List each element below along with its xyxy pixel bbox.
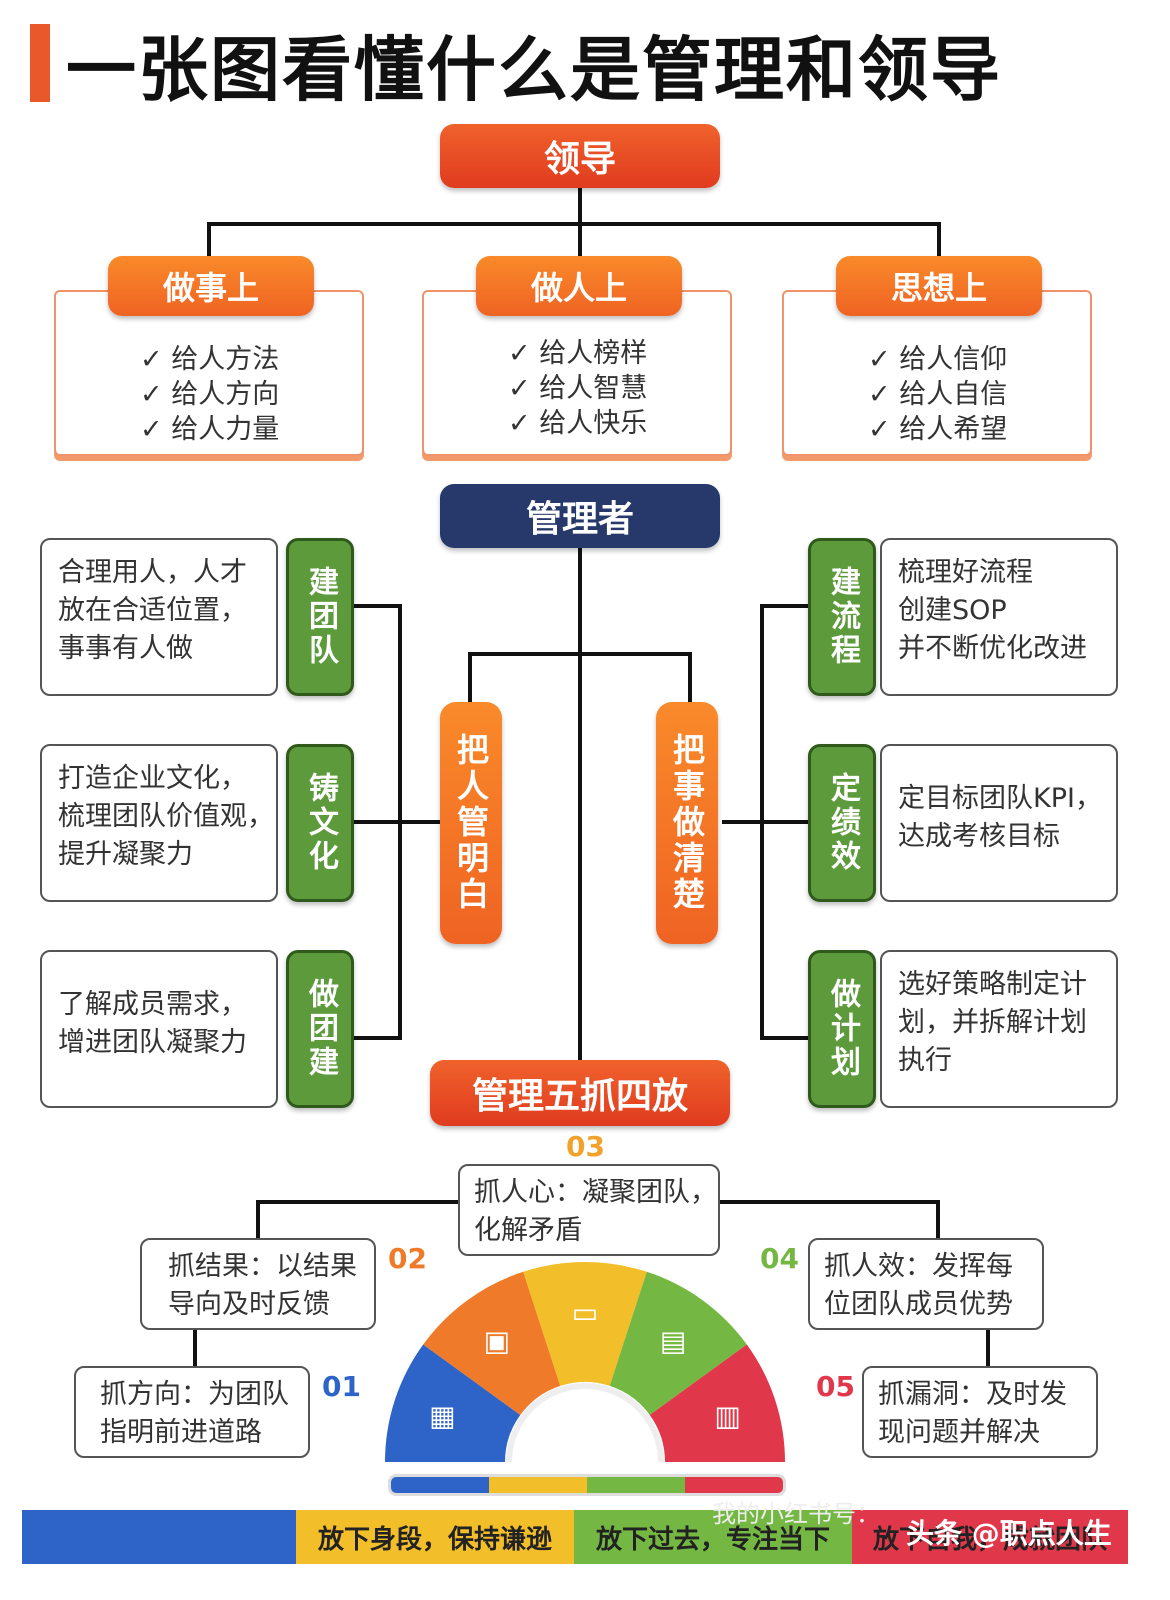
left-desc-box: 了解成员需求，增进团队凝聚力 (40, 950, 278, 1108)
release-item-2: 放下身段，保持谦逊 (296, 1510, 574, 1564)
list-item: ✓ 给人方法 (140, 344, 280, 375)
item-number: 04 (760, 1242, 799, 1275)
connector (760, 604, 764, 1040)
connector (722, 820, 810, 824)
leader-card-person: ✓ 给人榜样 ✓ 给人智慧 ✓ 给人快乐 (422, 290, 732, 456)
connector (578, 222, 582, 258)
grasp-box-02: 抓结果：以结果导向及时反馈 (140, 1238, 376, 1330)
left-desc-box: 打造企业文化，梳理团队价值观，提升凝聚力 (40, 744, 278, 902)
group-label-person: 做人上 (476, 256, 682, 316)
gauge-segment (385, 1344, 521, 1462)
five-four-node: 管理五抓四放 (430, 1060, 730, 1126)
connector (762, 1036, 810, 1040)
gauge-color-bar (388, 1474, 786, 1496)
bar-segment-green (587, 1477, 685, 1493)
list-item: ✓ 给人信仰 (868, 344, 1008, 375)
bar-segment-red (685, 1477, 783, 1493)
item-number: 03 (566, 1130, 605, 1163)
watermark-left: 我的小红书号： (712, 1500, 880, 1528)
connector (986, 1328, 990, 1366)
item-number: 02 (388, 1242, 427, 1275)
connector (688, 652, 692, 704)
bar-segment-yellow (489, 1477, 587, 1493)
contact-card-icon: ▣ (484, 1325, 510, 1358)
building-icon: ▥ (714, 1400, 740, 1433)
connector (936, 1200, 940, 1240)
grasp-box-04: 抓人效：发挥每位团队成员优势 (808, 1238, 1044, 1330)
connector (207, 222, 211, 258)
release-item-1 (22, 1510, 296, 1564)
leader-card-thought: ✓ 给人信仰 ✓ 给人自信 ✓ 给人希望 (782, 290, 1092, 456)
folder-icon: ▤ (660, 1325, 686, 1358)
connector (578, 188, 582, 226)
gauge-segment (609, 1271, 747, 1415)
group-label-work: 做事上 (108, 256, 314, 316)
gauge-segment (523, 1262, 647, 1386)
connector (207, 222, 941, 226)
things-node: 把事做清楚 (656, 702, 718, 944)
list-item: ✓ 给人快乐 (508, 408, 648, 439)
title-accent-bar (30, 24, 50, 102)
connector (352, 604, 400, 608)
gauge-segment (423, 1271, 561, 1415)
item-number: 05 (816, 1370, 855, 1403)
grasp-box-03: 抓人心：凝聚团队，化解矛盾 (458, 1164, 720, 1256)
connector (468, 652, 692, 656)
group-label-thought: 思想上 (836, 256, 1042, 316)
leader-node: 领导 (440, 124, 720, 188)
connector (256, 1200, 260, 1240)
list-item: ✓ 给人希望 (868, 414, 1008, 445)
tag-plan: 做计划 (808, 950, 876, 1108)
left-desc-box: 合理用人，人才放在合适位置，事事有人做 (40, 538, 278, 696)
connector (398, 604, 402, 1040)
list-item: ✓ 给人智慧 (508, 373, 648, 404)
gauge-inner-rim (506, 1383, 664, 1462)
watermark-right: 头条 @职点人生 (906, 1517, 1112, 1550)
connector (193, 1328, 197, 1366)
leader-card-work: ✓ 给人方法 ✓ 给人方向 ✓ 给人力量 (54, 290, 364, 456)
tag-process: 建流程 (808, 538, 876, 696)
grasp-box-01: 抓方向：为团队指明前进道路 (74, 1366, 310, 1458)
list-item: ✓ 给人力量 (140, 414, 280, 445)
tag-culture: 铸文化 (286, 744, 354, 902)
connector (352, 820, 440, 824)
connector (468, 652, 472, 704)
tag-team-building: 做团建 (286, 950, 354, 1108)
bar-segment-blue (391, 1477, 489, 1493)
gauge-segment (649, 1344, 785, 1462)
grasp-box-05: 抓漏洞：及时发现问题并解决 (862, 1366, 1098, 1458)
connector (578, 548, 582, 1068)
list-item: ✓ 给人自信 (868, 379, 1008, 410)
connector (762, 604, 810, 608)
tag-performance: 定绩效 (808, 744, 876, 902)
connector (937, 222, 941, 258)
right-desc-box: 选好策略制定计划，并拆解计划执行 (880, 950, 1118, 1108)
item-number: 01 (322, 1370, 361, 1403)
five-grasps-gauge: ▦ ▣ ▭ ▤ ▥ (385, 1262, 785, 1462)
manager-node: 管理者 (440, 484, 720, 548)
connector (720, 1200, 940, 1204)
tag-build-team: 建团队 (286, 538, 354, 696)
grid-icon: ▦ (429, 1400, 455, 1433)
monitor-chart-icon: ▭ (572, 1296, 598, 1329)
list-item: ✓ 给人榜样 (508, 338, 648, 369)
people-node: 把人管明白 (440, 702, 502, 944)
page-title: 一张图看懂什么是管理和领导 (66, 29, 1002, 111)
right-desc-box: 定目标团队KPI，达成考核目标 (880, 744, 1118, 902)
release-item-4: 放下自我，成就团队 (852, 1510, 1128, 1564)
connector (352, 1036, 400, 1040)
list-item: ✓ 给人方向 (140, 379, 280, 410)
connector (256, 1200, 460, 1204)
release-item-3: 放下过去，专注当下 (574, 1510, 852, 1564)
